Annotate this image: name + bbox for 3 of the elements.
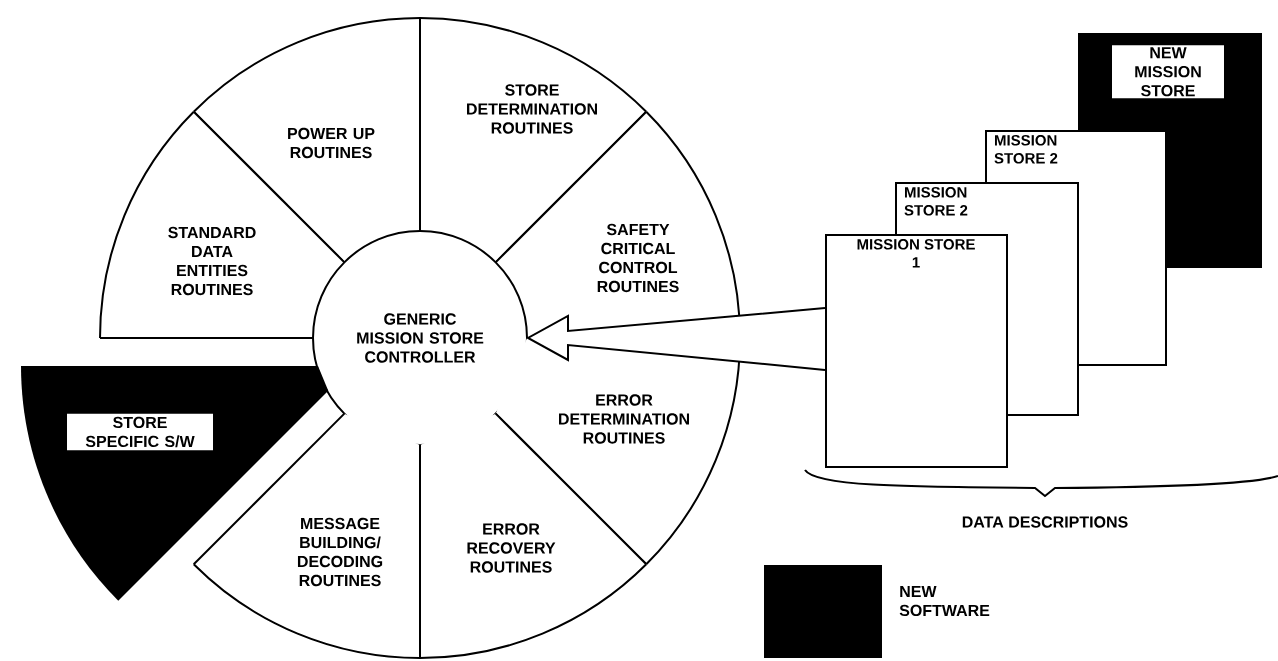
legend-text: NEW SOFTWARE <box>899 585 990 617</box>
caption-text: DATA DESCRIPTIONS <box>962 516 1128 528</box>
document-box: MISSION STORE 1 <box>825 234 1008 468</box>
